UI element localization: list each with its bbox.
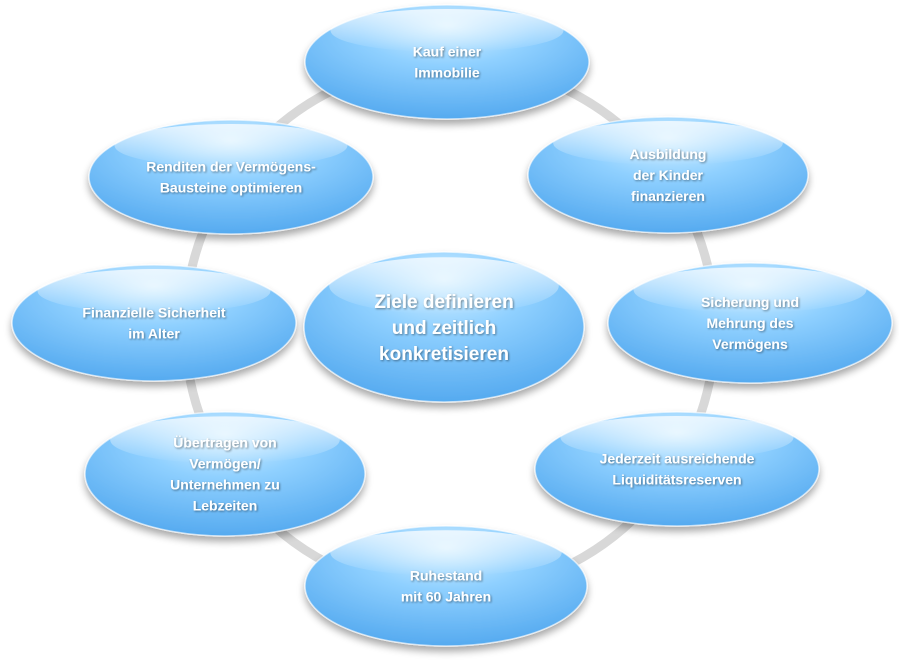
node-label-line: im Alter bbox=[128, 326, 180, 342]
node-label-line: Renditen der Vermögens- bbox=[146, 159, 316, 175]
node-gloss bbox=[330, 8, 564, 53]
node-label-line: der Kinder bbox=[633, 167, 704, 183]
goal-node-center: Ziele definieren und zeitlich konkretisier… bbox=[303, 251, 585, 403]
node-label-line: Finanzielle Sicherheit bbox=[82, 305, 225, 321]
node-label-line: Sicherung und bbox=[701, 294, 799, 310]
node-gloss bbox=[37, 269, 271, 314]
node-label-line: Ruhestand bbox=[410, 568, 482, 584]
node-gloss bbox=[329, 257, 559, 315]
node-label-line: Ausbildung bbox=[630, 146, 707, 162]
goal-node-renditen-optimieren: Renditen der Vermögens- Bausteine optimie… bbox=[88, 119, 374, 235]
node-label-line: Vermögens bbox=[712, 336, 788, 352]
goal-node-liquiditaetsreserven: Jederzeit ausreichendeLiquiditätsreserve… bbox=[534, 411, 820, 527]
node-label-line: Vermögen/ bbox=[189, 456, 261, 472]
node-label-line: Mehrung des bbox=[706, 315, 793, 331]
node-label-line: Immobilie bbox=[414, 65, 480, 81]
goal-node-ausbildung-kinder: Ausbildung der Kinder finanzieren bbox=[527, 116, 809, 234]
node-label-line: Liquiditätsreserven bbox=[612, 472, 741, 488]
node-label-line: Ziele definieren bbox=[374, 292, 513, 313]
node-gloss bbox=[633, 267, 867, 313]
node-label-line: und zeitlich bbox=[392, 318, 497, 339]
node-label-line: Bausteine optimieren bbox=[160, 180, 302, 196]
goal-node-ruhestand: Ruhestand mit 60 Jahren bbox=[304, 525, 588, 647]
node-label-line: Übertragen von bbox=[173, 435, 276, 451]
goal-node-finanzielle-sicherheit: Finanzielle Sicherheit im Alter bbox=[11, 264, 297, 382]
node-label-line: mit 60 Jahren bbox=[401, 589, 491, 605]
node-gloss bbox=[330, 530, 562, 576]
node-gloss bbox=[110, 416, 340, 464]
node-label-line: finanzieren bbox=[631, 188, 705, 204]
node-label-line: Lebzeiten bbox=[193, 498, 258, 514]
node-gloss bbox=[553, 121, 783, 166]
node-label-line: konkretisieren bbox=[379, 344, 509, 365]
node-gloss bbox=[114, 123, 348, 168]
node-gloss bbox=[560, 415, 794, 460]
node-label-line: Unternehmen zu bbox=[170, 477, 280, 493]
node-label-line: Kauf einer bbox=[413, 44, 482, 60]
node-label-line: Jederzeit ausreichende bbox=[600, 451, 755, 467]
